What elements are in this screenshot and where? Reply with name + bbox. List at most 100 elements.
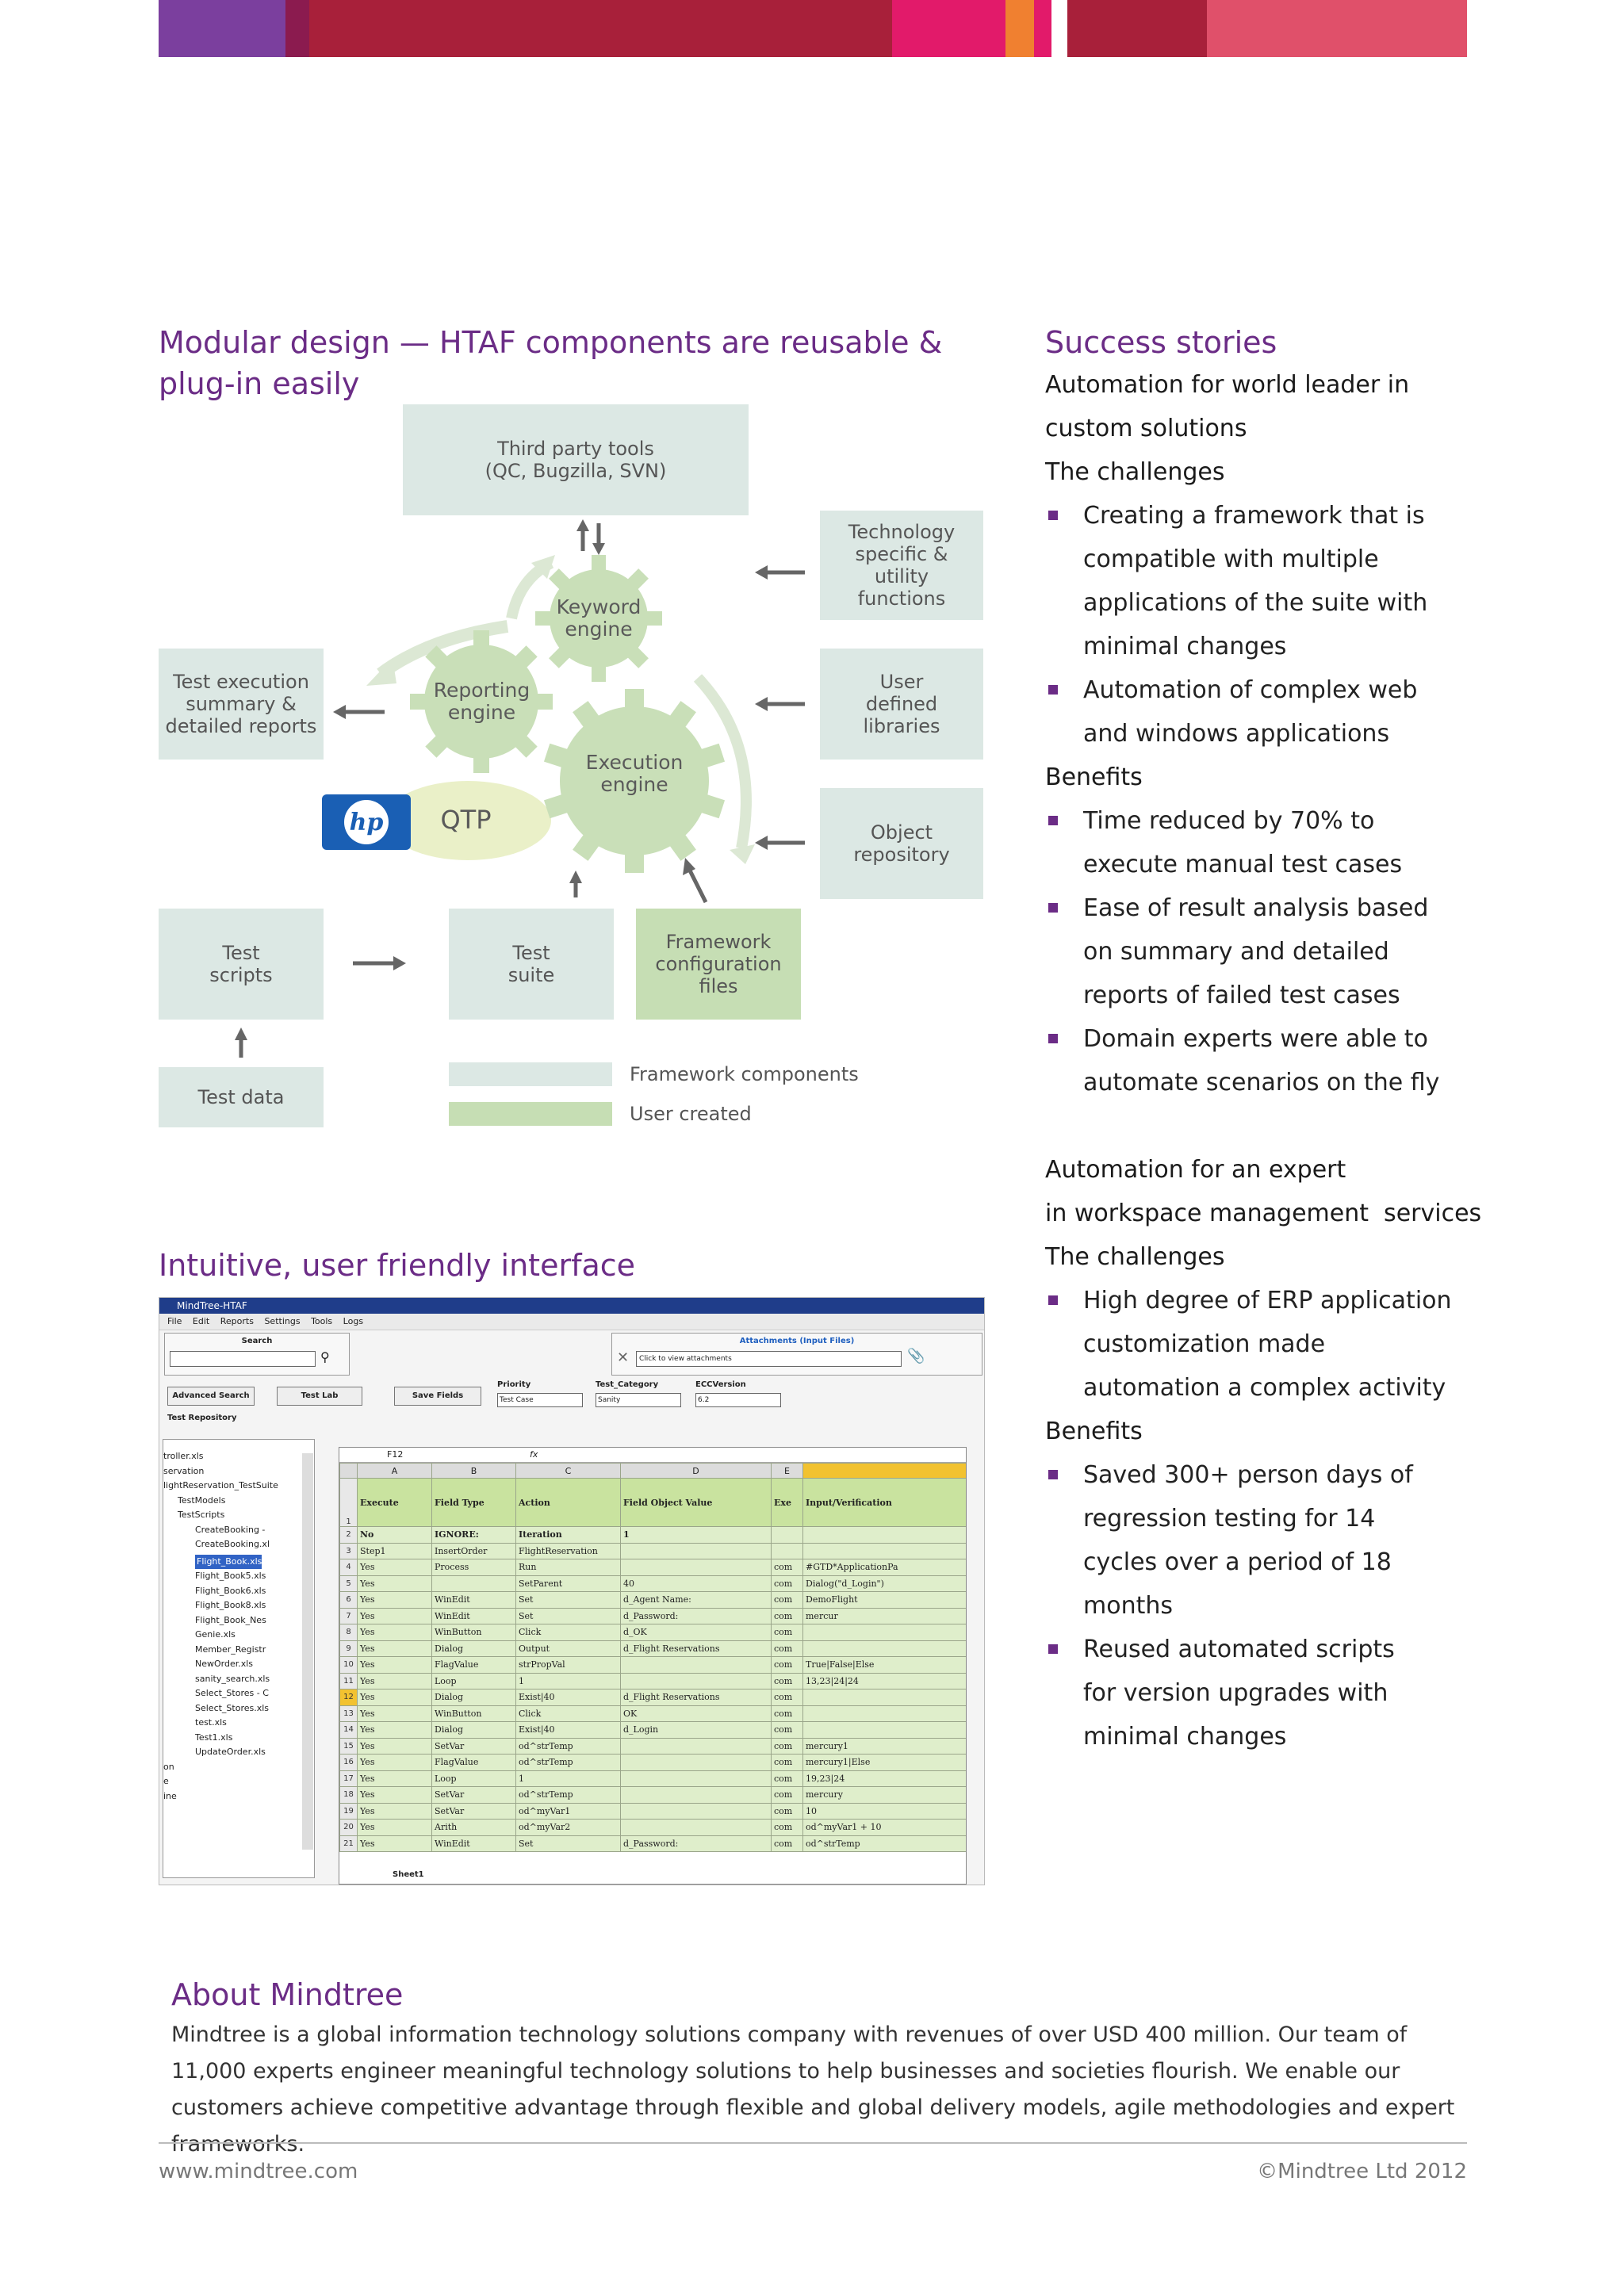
tree-item[interactable]: CreateBooking.xl (195, 1539, 270, 1549)
table-cell[interactable] (802, 1542, 966, 1559)
table-cell[interactable]: Loop (431, 1770, 516, 1787)
table-cell[interactable]: com (771, 1559, 803, 1576)
tree-item[interactable]: Select_Stores - C (195, 1688, 269, 1698)
tree-item[interactable]: UpdateOrder.xls (195, 1747, 266, 1757)
table-cell[interactable]: Yes (357, 1786, 432, 1804)
tree-item[interactable]: servation (163, 1465, 205, 1476)
table-cell[interactable]: Yes (357, 1672, 432, 1689)
menu-logs[interactable]: Logs (343, 1316, 364, 1326)
table-cell[interactable]: WinButton (431, 1624, 516, 1641)
table-cell[interactable] (620, 1656, 772, 1674)
table-cell[interactable]: mercur (802, 1607, 966, 1624)
tree-item[interactable]: CreateBooking - (195, 1524, 266, 1535)
tree-item[interactable]: TestModels (178, 1494, 226, 1506)
tree-item[interactable]: NewOrder.xls (195, 1659, 254, 1669)
category-select[interactable]: Sanity (596, 1393, 681, 1407)
test-lab-button[interactable]: Test Lab (277, 1387, 362, 1406)
advanced-search-button[interactable]: Advanced Search (167, 1387, 255, 1406)
table-cell[interactable]: WinEdit (431, 1835, 516, 1852)
table-cell[interactable]: Click (515, 1705, 621, 1722)
table-cell[interactable]: Yes (357, 1689, 432, 1706)
table-cell[interactable]: FlagValue (431, 1656, 516, 1674)
table-cell[interactable]: od^strTemp (515, 1786, 621, 1804)
table-cell[interactable]: od^strTemp (802, 1835, 966, 1852)
table-cell[interactable]: #GTD*ApplicationPa (802, 1559, 966, 1576)
table-cell[interactable]: com (771, 1802, 803, 1820)
table-cell[interactable]: Process (431, 1559, 516, 1576)
repo-scrollbar[interactable] (302, 1453, 313, 1850)
table-cell[interactable] (771, 1542, 803, 1559)
table-cell[interactable]: 10 (802, 1802, 966, 1820)
table-cell[interactable]: com (771, 1721, 803, 1739)
table-cell[interactable]: 1 (515, 1770, 621, 1787)
table-cell[interactable]: SetVar (431, 1786, 516, 1804)
table-cell[interactable]: com (771, 1819, 803, 1836)
table-cell[interactable] (802, 1721, 966, 1739)
table-cell[interactable] (802, 1526, 966, 1544)
tree-item[interactable]: Select_Stores.xls (195, 1702, 270, 1713)
tree-item[interactable]: Genie.xls (195, 1629, 236, 1640)
table-cell[interactable]: IGNORE: (431, 1526, 516, 1544)
table-cell[interactable]: d_OK (620, 1624, 772, 1641)
table-cell[interactable] (620, 1802, 772, 1820)
tree-item[interactable]: Flight_Book8.xls (195, 1600, 266, 1610)
table-cell[interactable] (431, 1575, 516, 1592)
table-cell[interactable] (620, 1770, 772, 1787)
tree-item[interactable]: ine (163, 1790, 177, 1801)
table-cell[interactable] (802, 1705, 966, 1722)
table-cell[interactable]: d_Agent Name: (620, 1591, 772, 1609)
table-cell[interactable] (620, 1819, 772, 1836)
table-cell[interactable]: mercury (802, 1786, 966, 1804)
column-letter[interactable]: D (620, 1463, 772, 1479)
table-cell[interactable]: SetVar (431, 1802, 516, 1820)
tree-item[interactable]: Member_Registr (195, 1644, 266, 1655)
table-cell[interactable]: com (771, 1835, 803, 1852)
table-cell[interactable]: com (771, 1575, 803, 1592)
tree-item[interactable]: Flight_Book5.xls (195, 1571, 266, 1581)
table-cell[interactable]: d_Password: (620, 1835, 772, 1852)
table-cell[interactable]: Iteration (515, 1526, 621, 1544)
table-cell[interactable] (620, 1542, 772, 1559)
table-cell[interactable]: Set (515, 1607, 621, 1624)
table-cell[interactable] (802, 1689, 966, 1706)
attachments-clear-icon[interactable]: ✕ (617, 1349, 630, 1366)
table-cell[interactable]: Yes (357, 1705, 432, 1722)
tree-item[interactable]: test.xls (195, 1717, 227, 1728)
tree-item[interactable]: Flight_Book.xls (195, 1554, 262, 1569)
table-cell[interactable]: od^myVar2 (515, 1819, 621, 1836)
table-cell[interactable]: Dialog (431, 1689, 516, 1706)
table-cell[interactable]: com (771, 1640, 803, 1657)
table-cell[interactable]: Yes (357, 1591, 432, 1609)
table-cell[interactable]: Yes (357, 1640, 432, 1657)
table-cell[interactable]: d_Flight Reservations (620, 1640, 772, 1657)
search-input[interactable] (170, 1351, 316, 1367)
table-cell[interactable]: Step1 (357, 1542, 432, 1559)
table-cell[interactable]: Set (515, 1835, 621, 1852)
table-cell[interactable]: Yes (357, 1721, 432, 1739)
table-cell[interactable]: od^myVar1 + 10 (802, 1819, 966, 1836)
table-cell[interactable]: 13,23|24|24 (802, 1672, 966, 1689)
table-cell[interactable]: Arith (431, 1819, 516, 1836)
table-cell[interactable]: True|False|Else (802, 1656, 966, 1674)
table-cell[interactable]: com (771, 1705, 803, 1722)
tree-item[interactable]: Flight_Book_Nes (195, 1614, 266, 1625)
footer-website[interactable]: www.mindtree.com (159, 2160, 358, 2183)
table-cell[interactable]: com (771, 1754, 803, 1771)
table-cell[interactable]: com (771, 1672, 803, 1689)
table-cell[interactable]: com (771, 1737, 803, 1755)
menu-reports[interactable]: Reports (220, 1316, 254, 1326)
tree-item[interactable]: lightReservation_TestSuite (163, 1480, 278, 1490)
table-cell[interactable]: FlagValue (431, 1754, 516, 1771)
table-cell[interactable]: SetParent (515, 1575, 621, 1592)
table-cell[interactable]: Exist|40 (515, 1721, 621, 1739)
table-cell[interactable]: Run (515, 1559, 621, 1576)
table-cell[interactable]: Yes (357, 1607, 432, 1624)
table-cell[interactable]: od^strTemp (515, 1754, 621, 1771)
table-cell[interactable]: Yes (357, 1559, 432, 1576)
table-cell[interactable]: Dialog (431, 1721, 516, 1739)
tree-item[interactable]: on (163, 1761, 174, 1772)
table-cell[interactable]: Loop (431, 1672, 516, 1689)
table-cell[interactable]: 19,23|24 (802, 1770, 966, 1787)
table-cell[interactable] (620, 1754, 772, 1771)
table-cell[interactable]: WinEdit (431, 1607, 516, 1624)
